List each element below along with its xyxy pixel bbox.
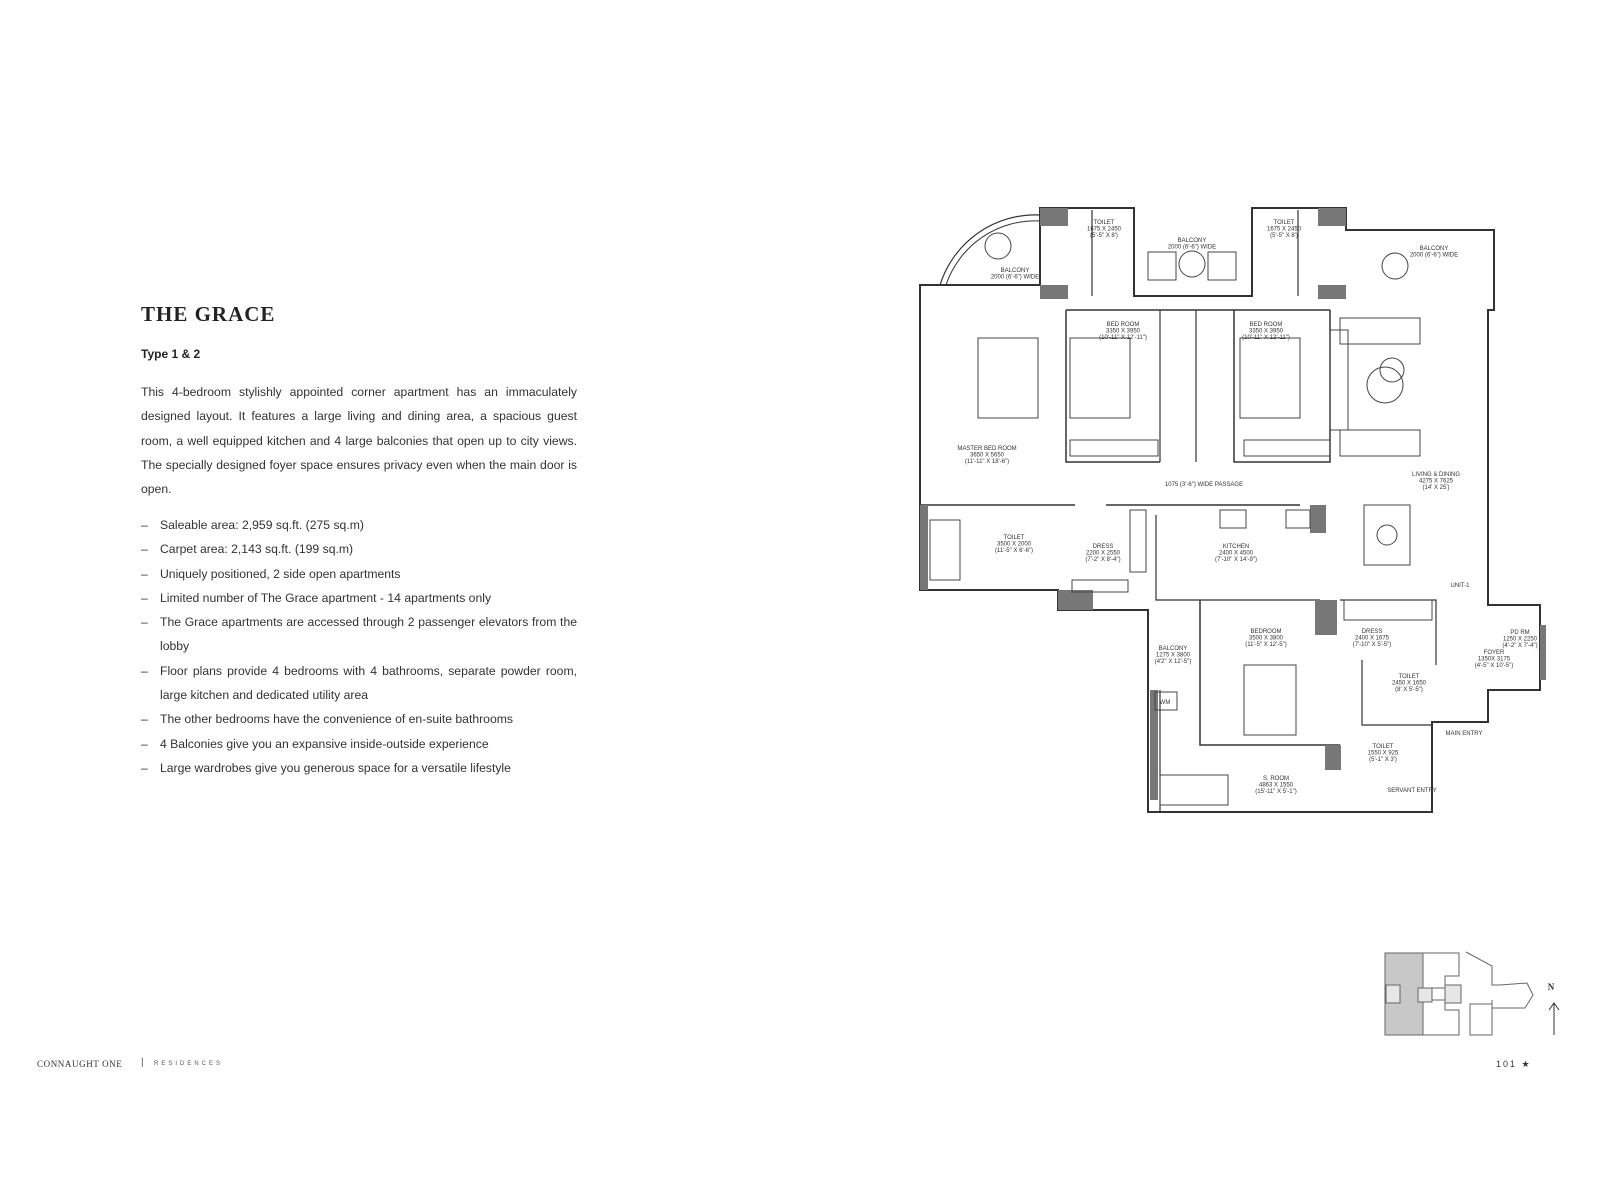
room-label-name: TOILET: [1274, 220, 1295, 226]
room-label-size: 2400 X 1675: [1355, 636, 1390, 642]
feature-item: Large wardrobes give you generous space …: [141, 756, 577, 781]
floor-plan-walls: [919, 207, 1541, 813]
room-label-imperial: (4'-2" X 7'-4"): [1502, 643, 1537, 649]
room-label-size: 3350 X 3950: [1106, 329, 1141, 335]
room-label-size: 2000 (6'-6") WIDE: [991, 275, 1039, 281]
room-label-imperial: (7'-2" X 8'-4"): [1085, 557, 1120, 563]
room-label-imperial: (10'-11" X 12'-11"): [1242, 335, 1290, 341]
room-label-imperial: (5'-5" X 8'): [1090, 233, 1118, 239]
room-label-name: MASTER BED ROOM: [957, 446, 1016, 452]
room-label-name: TOILET: [1004, 535, 1025, 541]
room-label-size: 4863 X 1550: [1259, 783, 1294, 789]
north-label: N: [1548, 982, 1555, 992]
room-label-imperial: (5'-1" X 3'): [1369, 757, 1397, 763]
key-plan: [1384, 951, 1534, 1036]
room-label-imperial: (10'-11" X 12'-11"): [1099, 335, 1147, 341]
room-label-size: 1550 X 925: [1368, 751, 1399, 757]
room-label-size: 1275 X 3800: [1156, 653, 1191, 659]
room-label-name: BED ROOM: [1250, 322, 1283, 328]
structural-columns: [920, 208, 1546, 800]
room-label-size: 2000 (6'-6") WIDE: [1168, 245, 1216, 251]
room-label-name: PD RM: [1510, 630, 1529, 636]
room-label-size: 3650 X 5650: [970, 453, 1005, 459]
feature-item: Carpet area: 2,143 sq.ft. (199 sq.m): [141, 537, 577, 562]
room-label-size: 2200 X 2550: [1086, 551, 1121, 557]
room-label-imperial: (7'-10" X 5'-5"): [1353, 642, 1392, 648]
furniture: [929, 232, 1433, 806]
footer-separator: |: [141, 1057, 144, 1068]
room-label-name: FOYER: [1484, 650, 1505, 656]
room-label-imperial: (4'-5" X 10'-5"): [1475, 663, 1514, 669]
room-label-name: DRESS: [1093, 544, 1114, 550]
page-title: THE GRACE: [141, 302, 276, 326]
description-paragraph: This 4-bedroom stylishly appointed corne…: [141, 385, 577, 497]
room-label-size: 3500 X 2000: [997, 542, 1032, 548]
feature-item: 4 Balconies give you an expansive inside…: [141, 732, 577, 757]
room-label-name: TOILET: [1094, 220, 1115, 226]
room-label-imperial: (11'-11" X 18'-6"): [965, 459, 1009, 465]
feature-item: Limited number of The Grace apartment - …: [141, 586, 577, 611]
feature-item: The other bedrooms have the convenience …: [141, 707, 577, 732]
room-label-size: 3500 X 3800: [1249, 636, 1284, 642]
room-label-imperial: (11'-5" X 6'-6"): [995, 548, 1033, 554]
room-label-name: MAIN ENTRY: [1446, 731, 1483, 737]
room-label-name: BALCONY: [1420, 246, 1449, 252]
room-label-size: 3350 X 3950: [1249, 329, 1284, 335]
north-arrow-icon: [1548, 1002, 1560, 1035]
room-label-name: KITCHEN: [1223, 544, 1249, 550]
room-label-name: TOILET: [1399, 674, 1420, 680]
room-label-name: BEDROOM: [1250, 629, 1281, 635]
page-number: 101 ★: [1496, 1059, 1532, 1069]
room-label-name: DRESS: [1362, 629, 1383, 635]
feature-item: Floor plans provide 4 bedrooms with 4 ba…: [141, 659, 577, 708]
room-label-name: BED ROOM: [1107, 322, 1140, 328]
room-label-size: 1350X 3175: [1478, 657, 1511, 663]
room-label-size: 4275 X 7625: [1419, 479, 1454, 485]
room-label-name: BALCONY: [1001, 268, 1030, 274]
room-label-name: LIVING & DINING: [1412, 472, 1460, 478]
room-label-size: 1675 X 2450: [1087, 227, 1122, 233]
room-label-name: UNIT-1: [1450, 583, 1470, 589]
room-label-name: TOILET: [1373, 744, 1394, 750]
feature-list: Saleable area: 2,959 sq.ft. (275 sq.m) C…: [141, 513, 577, 781]
room-label-imperial: (4'2" X 12'-5"): [1155, 659, 1192, 665]
room-label-size: 2400 X 4500: [1219, 551, 1254, 557]
room-label-name: BALCONY: [1159, 646, 1188, 652]
room-label-imperial: (14' X 25'): [1423, 485, 1450, 491]
feature-item: Uniquely positioned, 2 side open apartme…: [141, 562, 577, 587]
room-label-size: 1250 X 2250: [1503, 637, 1538, 643]
room-label-imperial: (11'-5" X 12'-5"): [1245, 642, 1286, 648]
room-label-imperial: (15'-11" X 5'-1"): [1255, 789, 1296, 795]
room-label-name: SERVANT ENTRY: [1387, 788, 1437, 794]
room-label-name: 1075 (3'-6") WIDE PASSAGE: [1165, 482, 1243, 488]
room-label-imperial: (7'-10" X 14'-9"): [1215, 557, 1257, 563]
room-label-name: S. ROOM: [1263, 776, 1289, 782]
room-label-name: BALCONY: [1178, 238, 1207, 244]
footer-brand-logo: CONNAUGHT ONE: [37, 1059, 123, 1069]
room-label-imperial: (5'-5" X 8'): [1270, 233, 1298, 239]
room-label-size: 2000 (6'-6") WIDE: [1410, 253, 1458, 259]
feature-item: Saleable area: 2,959 sq.ft. (275 sq.m): [141, 513, 577, 538]
unit-type-subtitle: Type 1 & 2: [141, 347, 201, 361]
room-label-size: 1675 X 2450: [1267, 227, 1302, 233]
room-label-imperial: (8' X 5'-5"): [1395, 687, 1423, 693]
feature-item: The Grace apartments are accessed throug…: [141, 610, 577, 659]
room-label-size: 2450 X 1650: [1392, 681, 1427, 687]
room-label-name: WM: [1160, 700, 1171, 706]
footer-sub-brand: RESIDENCES: [154, 1061, 224, 1067]
